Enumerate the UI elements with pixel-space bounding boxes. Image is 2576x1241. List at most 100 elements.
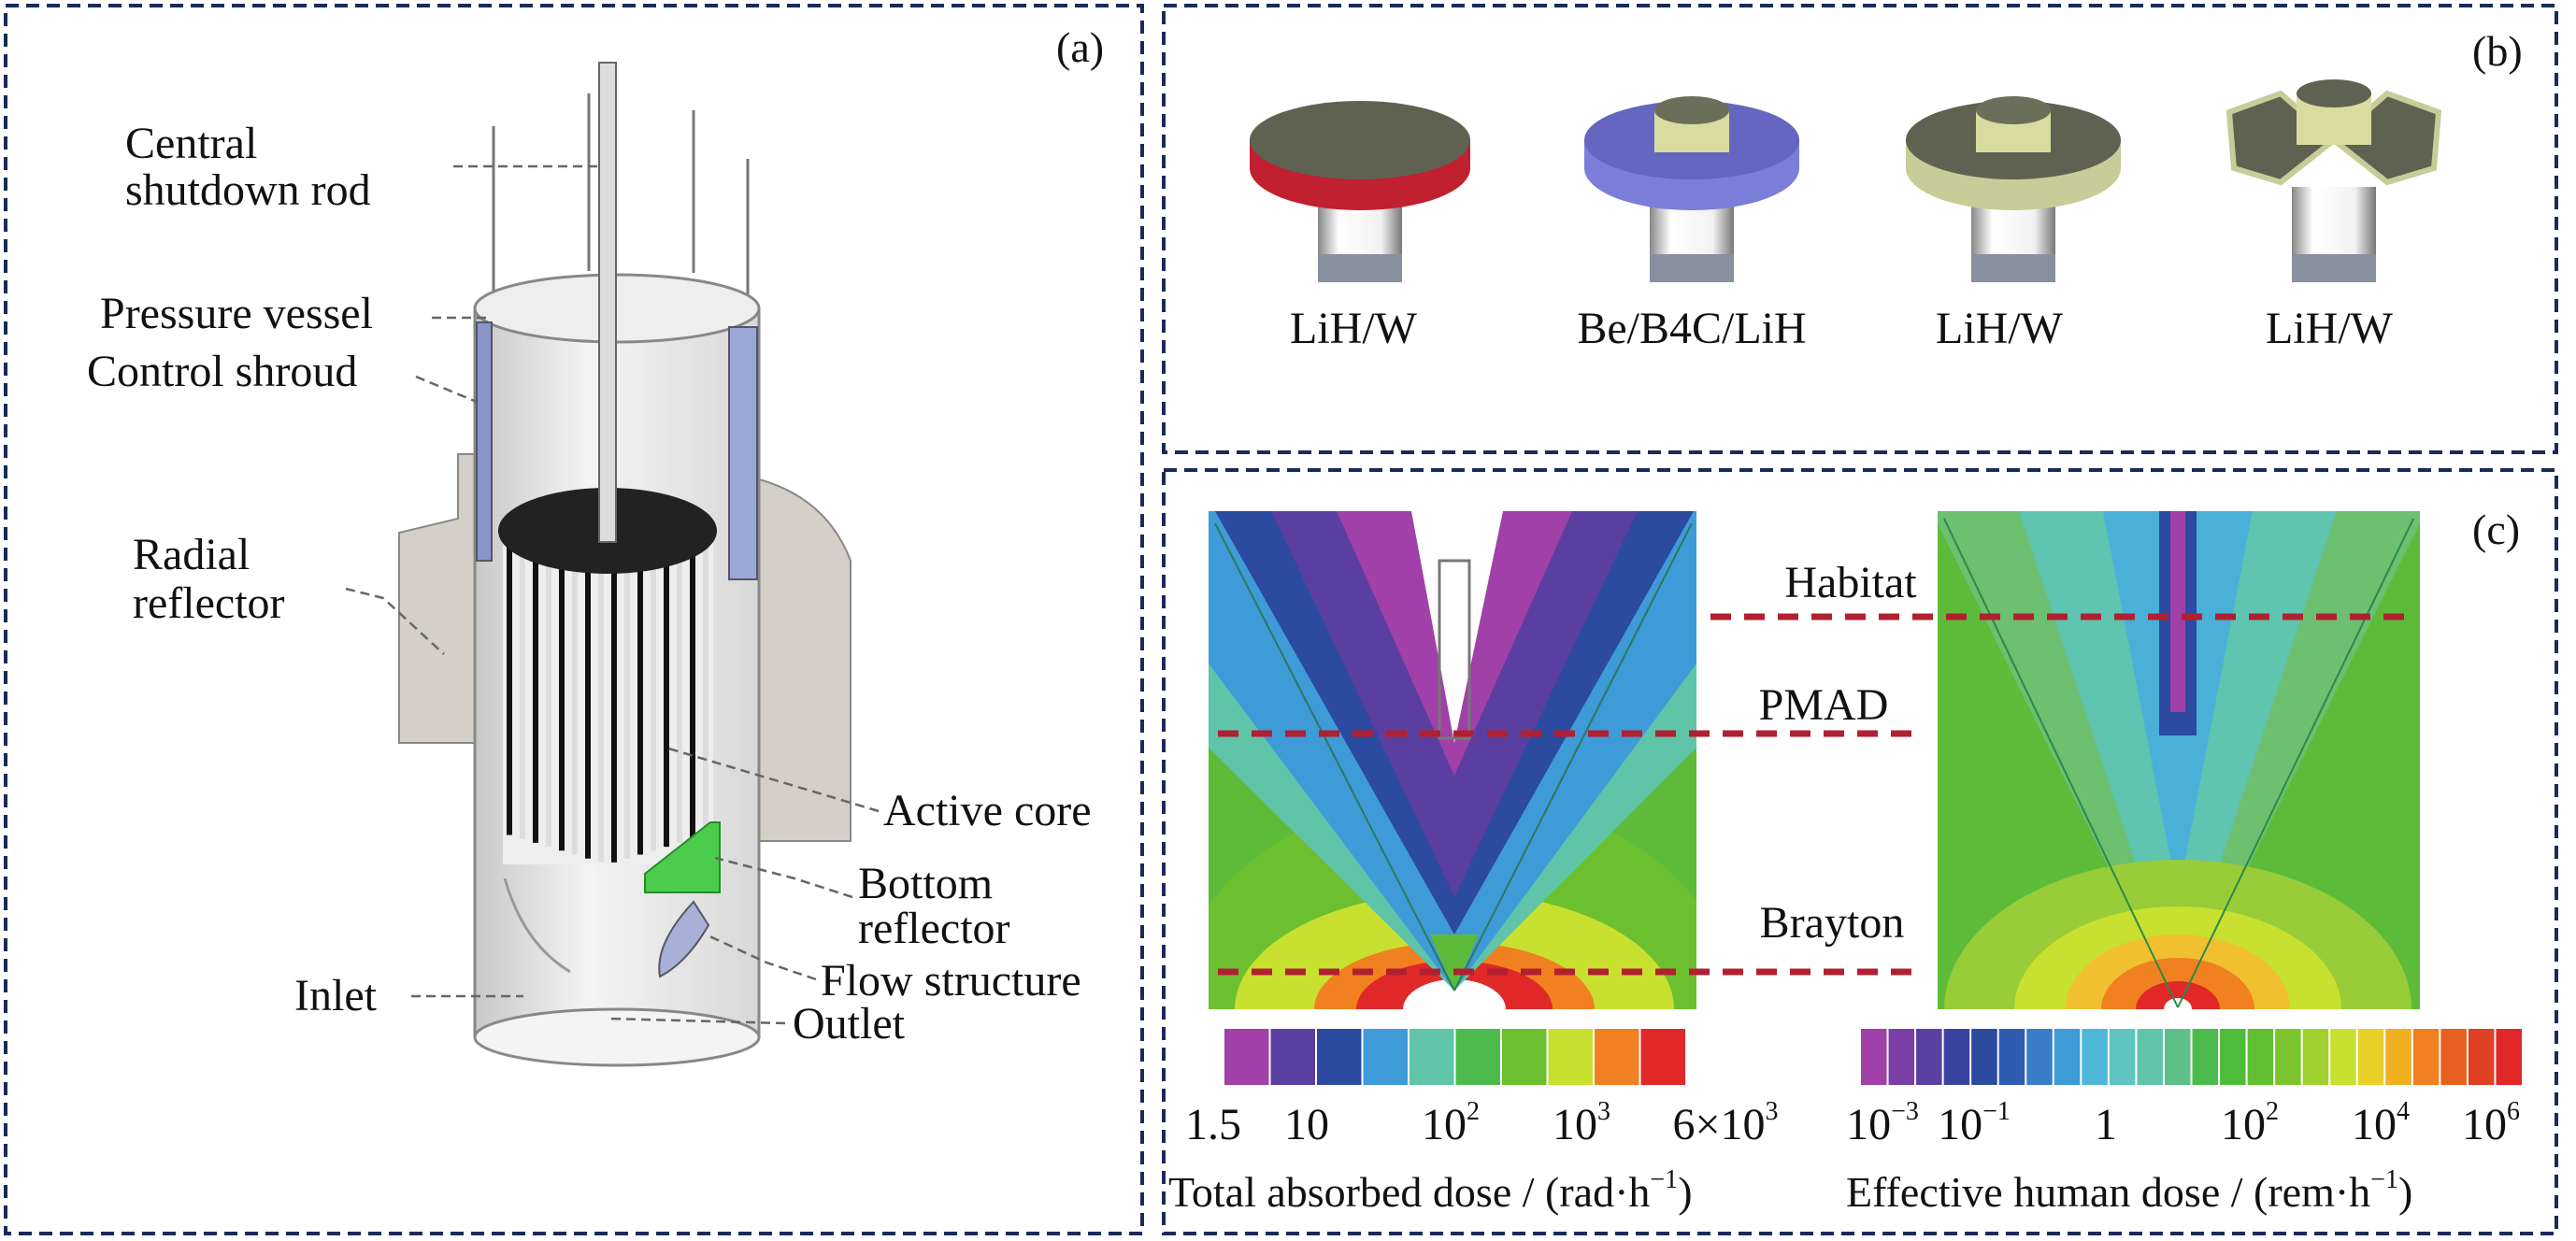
tick-exponent: 3 (1597, 1097, 1610, 1126)
tick-exponent: −1 (1982, 1097, 2011, 1126)
absorbed-dose-map (1209, 511, 1696, 1009)
human-dose-colorbar (1861, 1029, 2522, 1085)
colorbar-swatch (2468, 1029, 2495, 1085)
colorbar-tick-label: 1.5 (1185, 1103, 1241, 1148)
colorbar-tick-label: 10 (1284, 1103, 1329, 1148)
colorbar-swatch (2137, 1029, 2163, 1085)
tick-base: 6×10 (1672, 1100, 1766, 1149)
label-outlet: Outlet (793, 999, 905, 1048)
tick-base: 10 (1938, 1100, 1983, 1149)
colorbar-swatch (2026, 1029, 2053, 1085)
tick-exponent: 3 (1765, 1097, 1779, 1126)
tick-exponent: 2 (2266, 1097, 2279, 1126)
colorbar-tick-label: 10−1 (1938, 1099, 2011, 1149)
colorbar-tick-label: 1 (2095, 1103, 2117, 1148)
colorbar-swatch (1224, 1029, 1269, 1085)
shield-2 (1584, 96, 1799, 282)
label-brayton: Brayton (1759, 898, 1905, 948)
colorbar-swatch (2440, 1029, 2467, 1085)
control-shroud-left (476, 321, 493, 562)
panel-a-frame (4, 4, 1144, 1235)
title-exponent: −1 (2370, 1165, 2398, 1194)
panel-c-tag: (c) (2472, 506, 2521, 553)
leader-lines (345, 164, 880, 1025)
shield-label: LiH/W (1290, 304, 1417, 353)
colorbar-swatch (2302, 1029, 2329, 1085)
colorbar-swatch (1548, 1029, 1593, 1085)
shield-3 (1906, 96, 2121, 282)
shield-4 (2225, 79, 2442, 282)
panel-a-tag: (a) (1056, 23, 1105, 71)
label-central: Central (125, 119, 258, 168)
colorbar-swatch (1317, 1029, 1362, 1085)
tick-base: 10 (1846, 1100, 1892, 1149)
label-control-shroud: Control shroud (87, 347, 358, 396)
colorbar-swatch (2412, 1029, 2440, 1085)
colorbar-tick-label: 106 (2462, 1099, 2520, 1149)
colorbar-swatch (2082, 1029, 2108, 1085)
colorbar-tick-label: 103 (1553, 1099, 1610, 1148)
panel-frames (4, 4, 2558, 1235)
label-shutdown-rod: shutdown rod (125, 165, 371, 215)
colorbar-swatch (1363, 1029, 1408, 1085)
tick-exponent: 2 (1467, 1097, 1480, 1126)
central-shutdown-rod (598, 62, 617, 543)
title-suffix: ) (2397, 1168, 2413, 1216)
colorbar-tick-label: 102 (1422, 1099, 1480, 1149)
colorbar-swatch (2496, 1029, 2522, 1085)
colorbar-swatch (1861, 1029, 1887, 1085)
level-lines (1218, 613, 2406, 976)
colorbar-swatch (1916, 1029, 1942, 1085)
colorbar-tick-label: 6×103 (1672, 1099, 1778, 1149)
colorbar-tick-label: 102 (2221, 1099, 2279, 1149)
label-bottom: Bottom (858, 859, 994, 908)
tick-base: 10 (2221, 1100, 2266, 1149)
colorbar-swatch (2385, 1029, 2411, 1085)
tick-exponent: −3 (1891, 1097, 1919, 1126)
colorbar-swatch (2275, 1029, 2301, 1085)
human-dose-map (1938, 511, 2420, 1009)
colorbar-swatch (1640, 1029, 1685, 1085)
tick-base: 10 (2462, 1100, 2507, 1149)
colorbar-swatch (1971, 1029, 1997, 1085)
tick-exponent: 4 (2397, 1097, 2410, 1126)
tick-base: 10 (1422, 1100, 1467, 1149)
shield-label: LiH/W (2266, 304, 2393, 353)
tick-base: 1.5 (1185, 1100, 1241, 1149)
shield-configurations (1250, 79, 2442, 282)
colorbar-tick-label: 104 (2352, 1099, 2410, 1149)
tick-base: 10 (1284, 1100, 1329, 1149)
colorbar-swatch (1455, 1029, 1500, 1085)
colorbar-swatch (2220, 1029, 2246, 1085)
label-pmad: PMAD (1758, 680, 1889, 730)
label-inlet: Inlet (294, 971, 377, 1020)
control-shroud-right (728, 326, 758, 580)
colorbar-swatch (1888, 1029, 1915, 1085)
title-suffix: ) (1678, 1168, 1693, 1216)
absorbed-dose-title: Total absorbed dose / (rad·h−1) (1168, 1167, 1693, 1216)
panel-b-tag: (b) (2472, 27, 2523, 75)
panel-c-frame (1162, 468, 2558, 1235)
colorbar-swatch (2247, 1029, 2274, 1085)
human-dose-title: Effective human dose / (rem·h−1) (1846, 1167, 2413, 1216)
shield-label: LiH/W (1936, 304, 2063, 353)
label-reflector: reflector (133, 578, 285, 628)
label-active-core: Active core (883, 786, 1092, 835)
title-text: Effective human dose / (rem·h (1846, 1168, 2371, 1216)
colorbar-swatch (2109, 1029, 2136, 1085)
bottom-reflector (644, 821, 721, 893)
tick-base: 10 (2352, 1100, 2397, 1149)
colorbar-swatch (2054, 1029, 2081, 1085)
shield-1 (1250, 101, 1470, 282)
absorbed-dose-colorbar (1224, 1029, 1685, 1085)
colorbar-swatch (2164, 1029, 2191, 1085)
tick-exponent: 6 (2507, 1097, 2520, 1126)
reactor-drawing (345, 62, 880, 1067)
colorbar-tick-label: 10−3 (1846, 1099, 1919, 1149)
colorbar-swatch (2192, 1029, 2219, 1085)
label-bottom-reflector: reflector (858, 904, 1010, 953)
label-radial: Radial (133, 530, 250, 579)
colorbar-swatch (2330, 1029, 2356, 1085)
colorbar-swatch (1943, 1029, 1970, 1085)
